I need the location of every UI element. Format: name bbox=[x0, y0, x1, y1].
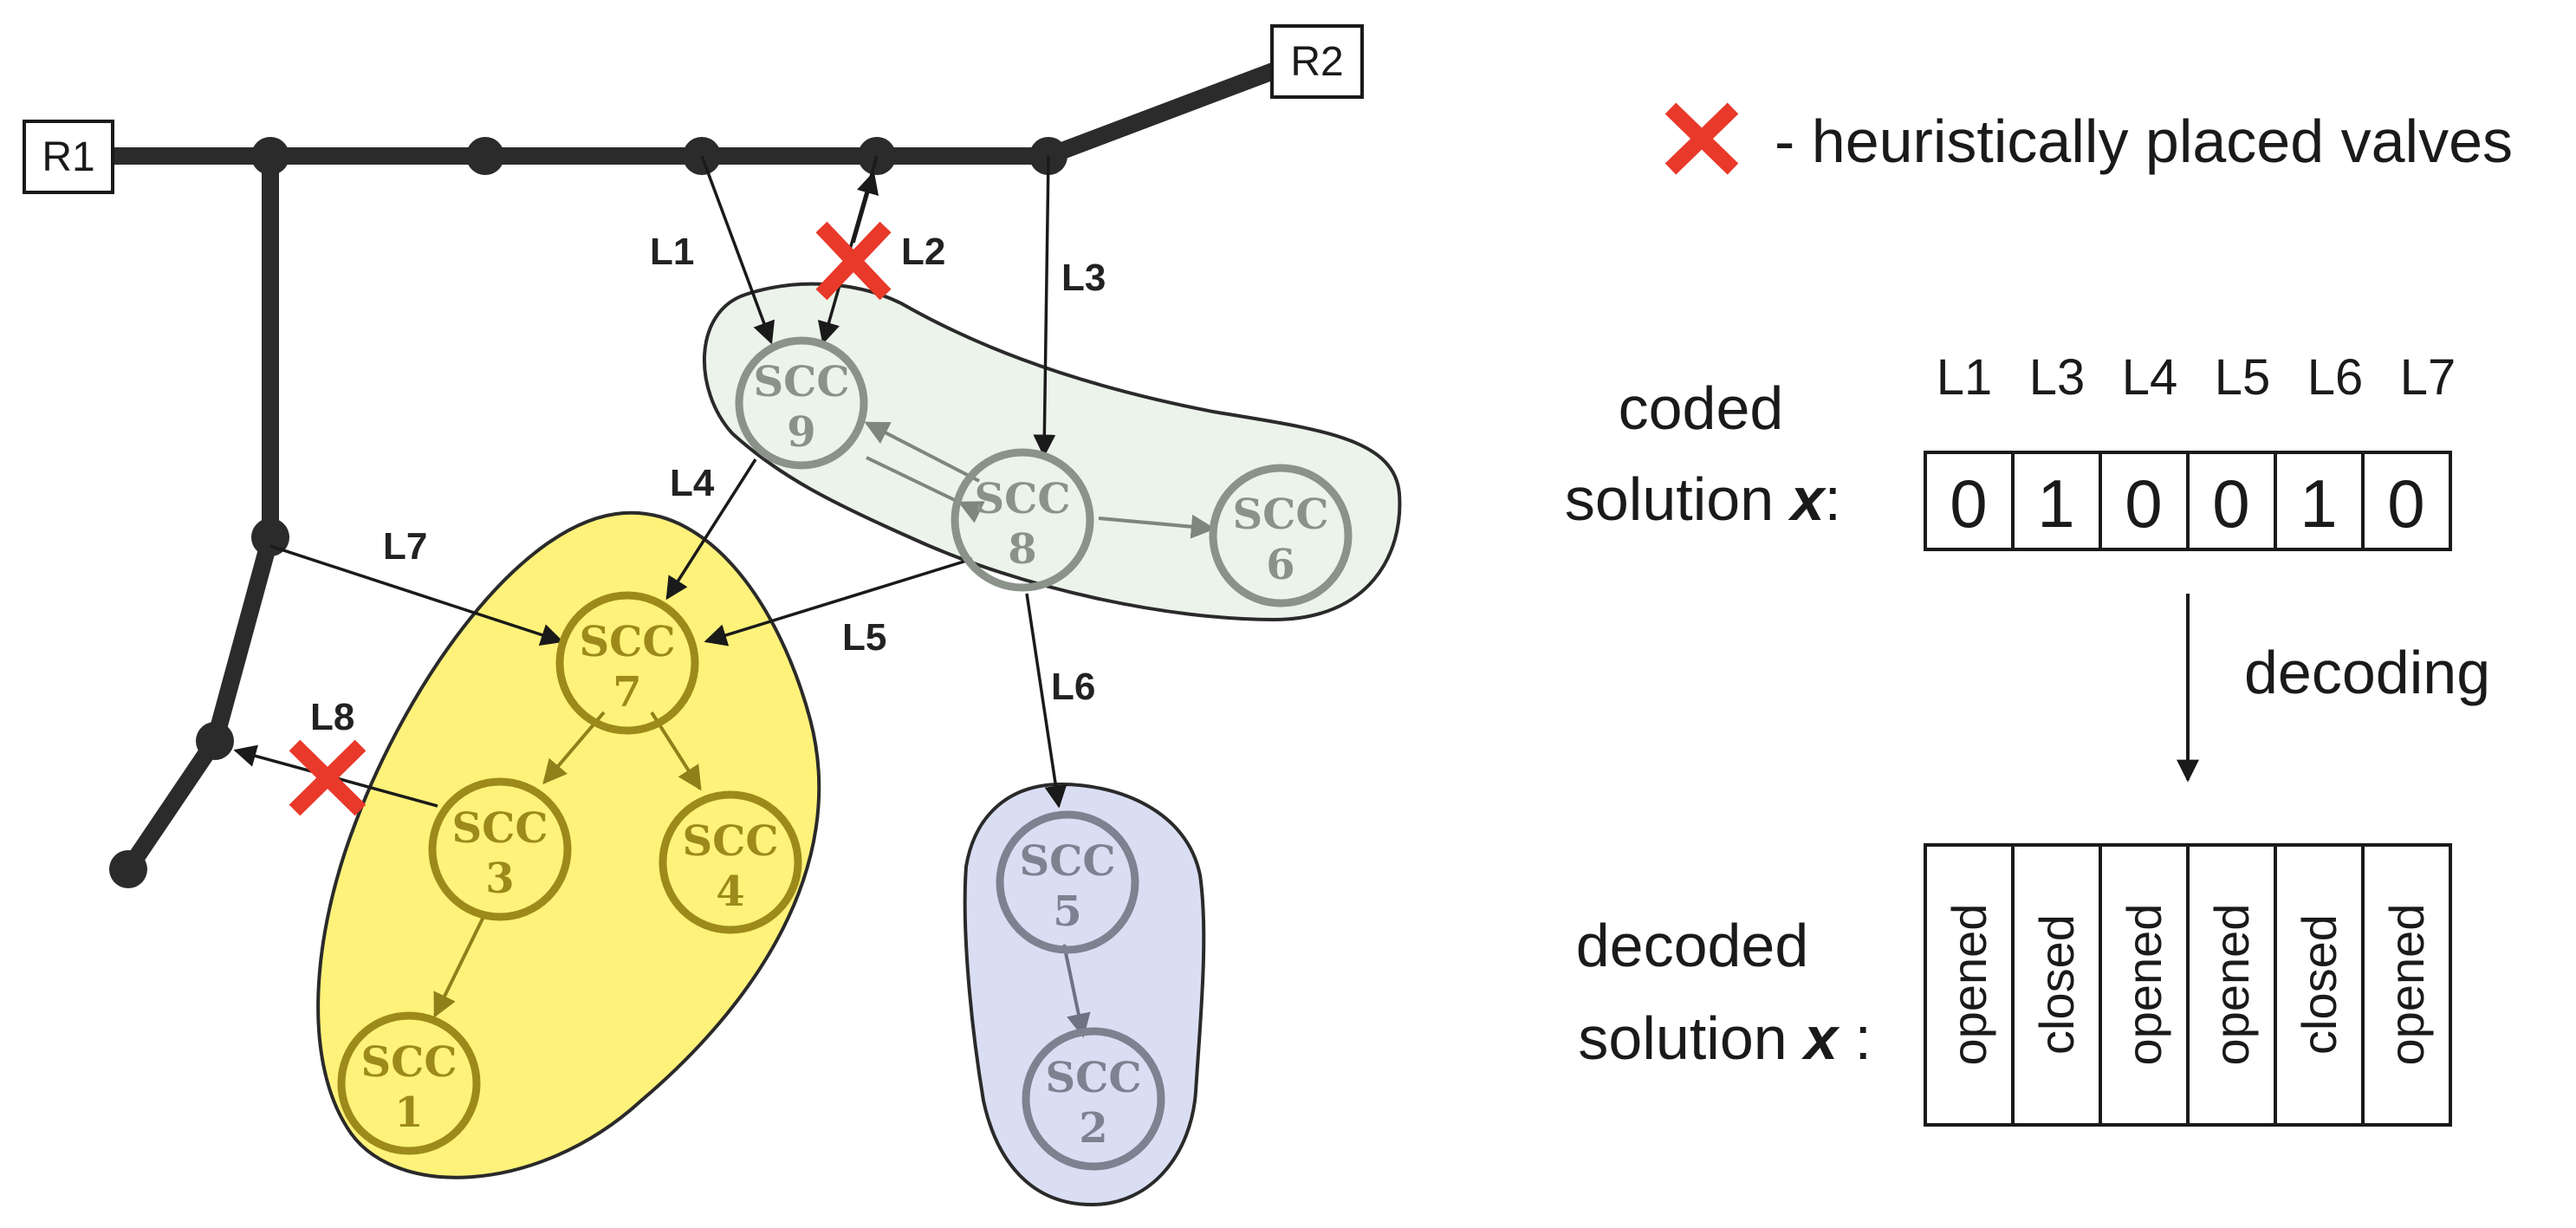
coded-bit-3: 0 bbox=[2212, 465, 2249, 542]
scc-node-4: SCC 4 bbox=[659, 790, 802, 934]
reservoir-r2-label: R2 bbox=[1290, 39, 1343, 85]
scc-node-6: SCC 6 bbox=[1209, 464, 1353, 608]
coded-bit-5: 0 bbox=[2387, 465, 2424, 542]
decoded-colon: : bbox=[1855, 1004, 1872, 1072]
scc-8-number: 8 bbox=[1008, 525, 1036, 574]
scc-7-number: 7 bbox=[613, 668, 641, 717]
coded-bit-4: 1 bbox=[2300, 465, 2337, 542]
decoded-solution-word: solution bbox=[1578, 1004, 1787, 1072]
decoded-state-0: opened bbox=[1942, 904, 1996, 1066]
edge-label-l7: L7 bbox=[383, 525, 427, 568]
scc-9-number: 9 bbox=[787, 408, 815, 457]
coded-colon: : bbox=[1825, 465, 1841, 533]
coded-header-2: L4 bbox=[2122, 349, 2178, 406]
reservoir-r2: R2 bbox=[1270, 24, 1364, 99]
scc-7-label: SCC bbox=[579, 618, 675, 666]
legend-text: - heuristically placed valves bbox=[1775, 107, 2513, 175]
coded-header-1: L3 bbox=[2029, 349, 2086, 406]
valve-x-icon bbox=[815, 221, 892, 301]
coded-bit-0: 0 bbox=[1950, 465, 1987, 542]
scc-node-2: SCC 2 bbox=[1022, 1027, 1165, 1171]
scc-9-label: SCC bbox=[753, 358, 849, 406]
coded-header-3: L5 bbox=[2215, 349, 2271, 406]
decoded-state-4: closed bbox=[2292, 914, 2346, 1055]
edge-label-l1: L1 bbox=[650, 231, 694, 273]
decoded-label-line2: solution x : bbox=[1578, 1004, 1872, 1072]
link-arrows bbox=[233, 155, 1067, 809]
edge-label-l6: L6 bbox=[1051, 666, 1095, 708]
blue-internal-arrows bbox=[1062, 944, 1091, 1038]
junction-node bbox=[109, 850, 147, 888]
edge-label-l2: L2 bbox=[901, 231, 945, 273]
decoding-arrow: decoding bbox=[2177, 594, 2490, 783]
junction-node bbox=[466, 137, 504, 175]
coded-bit-2: 0 bbox=[2125, 465, 2162, 542]
green-internal-arrows bbox=[864, 421, 1216, 539]
scc-node-1: SCC 1 bbox=[337, 1011, 481, 1155]
decoded-state-5: opened bbox=[2379, 904, 2434, 1066]
coded-var-x: x bbox=[1788, 465, 1827, 533]
edge-label-l3: L3 bbox=[1061, 257, 1106, 299]
link-l4-arrow bbox=[665, 458, 757, 601]
scc-2-label: SCC bbox=[1045, 1054, 1141, 1102]
edge-label-l4: L4 bbox=[670, 462, 715, 504]
link-l5-arrow bbox=[704, 557, 973, 646]
scc-node-9: SCC 9 bbox=[735, 336, 868, 470]
coded-cells: 0 1 0 0 1 0 bbox=[1924, 451, 2452, 551]
edge-label-l8: L8 bbox=[310, 696, 354, 738]
coded-solution-label: coded solution x: bbox=[1565, 374, 1841, 533]
scc-1-number: 1 bbox=[394, 1088, 423, 1137]
decoded-state-3: opened bbox=[2204, 904, 2259, 1066]
link-l7-arrow bbox=[269, 544, 564, 646]
legend: - heuristically placed valves bbox=[1664, 102, 2513, 175]
decoded-cells: opened closed opened opened closed opene… bbox=[1924, 843, 2452, 1127]
edge-label-l5: L5 bbox=[842, 616, 886, 659]
coded-header-0: L1 bbox=[1937, 349, 1993, 406]
junction-node bbox=[251, 518, 289, 556]
scc-node-5: SCC 5 bbox=[996, 810, 1139, 954]
scc-5-label: SCC bbox=[1019, 837, 1115, 886]
scc-8-label: SCC bbox=[974, 475, 1070, 523]
coded-bit-1: 1 bbox=[2037, 465, 2074, 542]
link-l6-arrow bbox=[1025, 593, 1067, 809]
decoded-state-1: closed bbox=[2029, 914, 2084, 1055]
decoding-label: decoding bbox=[2244, 639, 2490, 706]
decoded-var-x: x bbox=[1801, 1004, 1840, 1072]
scc-6-number: 6 bbox=[1266, 541, 1294, 589]
coded-solution-word: solution bbox=[1565, 465, 1774, 533]
reservoir-r1-label: R1 bbox=[42, 134, 94, 180]
reservoir-r1: R1 bbox=[23, 120, 114, 194]
scc-4-number: 4 bbox=[716, 867, 744, 916]
valve-x-icon bbox=[289, 739, 367, 816]
junction-node bbox=[196, 722, 234, 760]
scc-3-label: SCC bbox=[451, 804, 548, 853]
scc-4-label: SCC bbox=[682, 817, 778, 866]
scc-6-label: SCC bbox=[1232, 491, 1328, 539]
scc-node-3: SCC 3 bbox=[428, 777, 572, 921]
coded-headers: L1 L3 L4 L5 L6 L7 bbox=[1937, 349, 2456, 406]
link-l2-arrow-up bbox=[852, 171, 879, 244]
coded-label-line2: solution x: bbox=[1565, 465, 1841, 533]
decoded-solution-label: decoded solution x : bbox=[1576, 912, 1872, 1072]
scc-3-number: 3 bbox=[485, 854, 514, 903]
scc-5-number: 5 bbox=[1053, 887, 1081, 936]
coded-header-5: L7 bbox=[2400, 349, 2456, 406]
coded-header-4: L6 bbox=[2307, 349, 2364, 406]
scc-2-number: 2 bbox=[1079, 1104, 1107, 1153]
scc-node-8: SCC 8 bbox=[951, 448, 1094, 592]
link-l1-arrow bbox=[700, 155, 775, 345]
decoded-state-2: opened bbox=[2117, 904, 2171, 1066]
scc-1-label: SCC bbox=[360, 1038, 457, 1087]
red-x-valve-icon bbox=[1664, 102, 1739, 175]
junction-node bbox=[251, 137, 289, 175]
scc-node-7: SCC 7 bbox=[555, 591, 699, 735]
decoded-label-line1: decoded bbox=[1576, 912, 1809, 979]
coded-label-line1: coded bbox=[1619, 374, 1784, 442]
link-l3-arrow bbox=[1033, 155, 1056, 458]
